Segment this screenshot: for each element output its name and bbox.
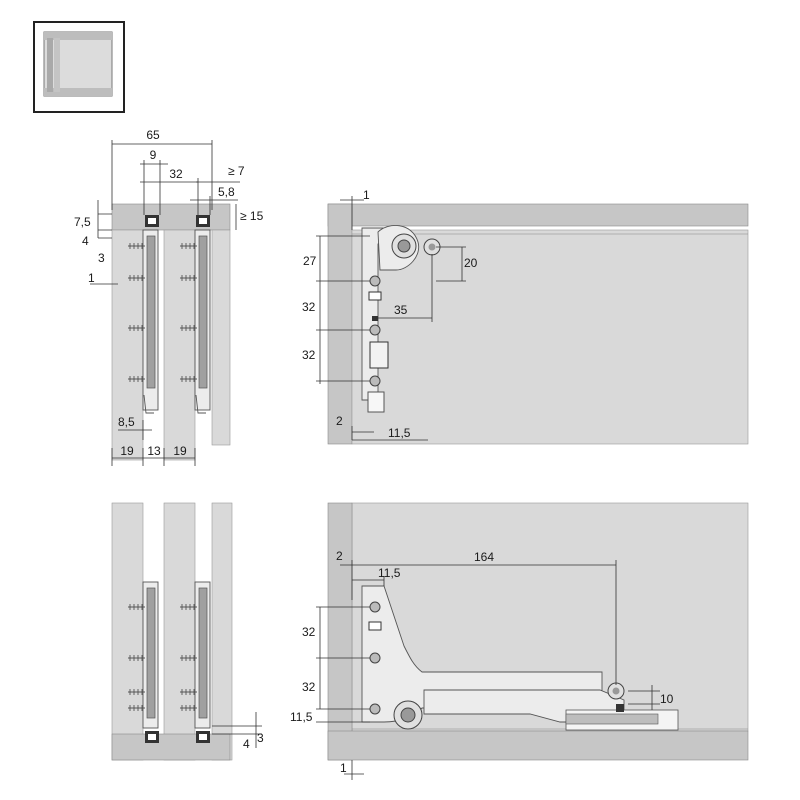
profile-left-bottom-inner	[146, 587, 156, 719]
dim-20: 20	[464, 256, 478, 270]
dim-164: 164	[474, 550, 494, 564]
bottom-right-hinge-view: 2 164 11,5 32 32 10 11,5 1	[290, 502, 749, 780]
dim-11-5-left: 11,5	[290, 710, 313, 724]
dim-32: 32	[169, 167, 183, 181]
dim-3-bottom: 3	[257, 731, 264, 745]
dim-13: 13	[147, 444, 161, 458]
dim-7-5: 7,5	[74, 215, 91, 229]
side-panel-bottom-right	[327, 502, 353, 761]
top-panel-right	[327, 203, 749, 227]
mounting-plate-bottom	[361, 585, 603, 723]
profile-left-inner	[146, 235, 156, 389]
screws-right	[180, 243, 197, 382]
dim-10: 10	[660, 692, 674, 706]
top-left-section-view: 65 9 32 ≥ 7 5,8 ≥ 15 7,5 4 3 1 8,5 19 13…	[74, 128, 264, 466]
door-panel-right-bottom	[163, 502, 196, 761]
bottom-panel	[111, 733, 231, 761]
dim-35: 35	[394, 303, 408, 317]
dim-2-top: 2	[336, 414, 343, 428]
bottom-panel-right	[327, 730, 749, 761]
screws-left	[128, 243, 145, 382]
door-panel-right	[163, 229, 196, 461]
top-right-hinge-view: 1 27 20 32 35 32 2 11,5	[302, 188, 749, 445]
dim-3: 3	[98, 251, 105, 265]
dim-8-5: 8,5	[118, 415, 135, 429]
dim-4-bottom: 4	[243, 737, 250, 751]
dim-19-b: 19	[173, 444, 187, 458]
dim-65: 65	[146, 128, 160, 142]
dim-32-a: 32	[302, 300, 316, 314]
dim-5-8: 5,8	[218, 185, 235, 199]
dim-11-5-top: 11,5	[388, 426, 411, 440]
bottom-left-section-view: 4 3	[111, 502, 264, 761]
dim-9: 9	[150, 148, 157, 162]
profile-right-bottom-inner	[198, 587, 208, 719]
profile-right-inner	[198, 235, 208, 389]
side-panel	[211, 229, 231, 446]
dim-11-5-upper: 11,5	[378, 566, 401, 580]
screws-bottom-left	[128, 604, 197, 711]
dim-32-b: 32	[302, 348, 316, 362]
dim-27: 27	[303, 254, 317, 268]
dim-32-bottom-b: 32	[302, 680, 316, 694]
dim-min-7: ≥ 7	[228, 164, 245, 178]
dim-4: 4	[82, 234, 89, 248]
door-panel-left-bottom	[111, 502, 144, 761]
cabinet-front-icon	[33, 21, 125, 113]
door-panel-left	[111, 229, 144, 461]
dim-2-bottom: 2	[336, 549, 343, 563]
dim-1-top: 1	[363, 188, 370, 202]
dim-32-bottom-a: 32	[302, 625, 316, 639]
dim-1-bottom: 1	[340, 761, 347, 775]
dim-19-a: 19	[120, 444, 134, 458]
side-panel-right	[327, 203, 353, 445]
dim-1: 1	[88, 271, 95, 285]
dim-min-15: ≥ 15	[240, 209, 264, 223]
cabinet-interior	[351, 229, 749, 445]
side-panel-bottom	[211, 502, 233, 761]
